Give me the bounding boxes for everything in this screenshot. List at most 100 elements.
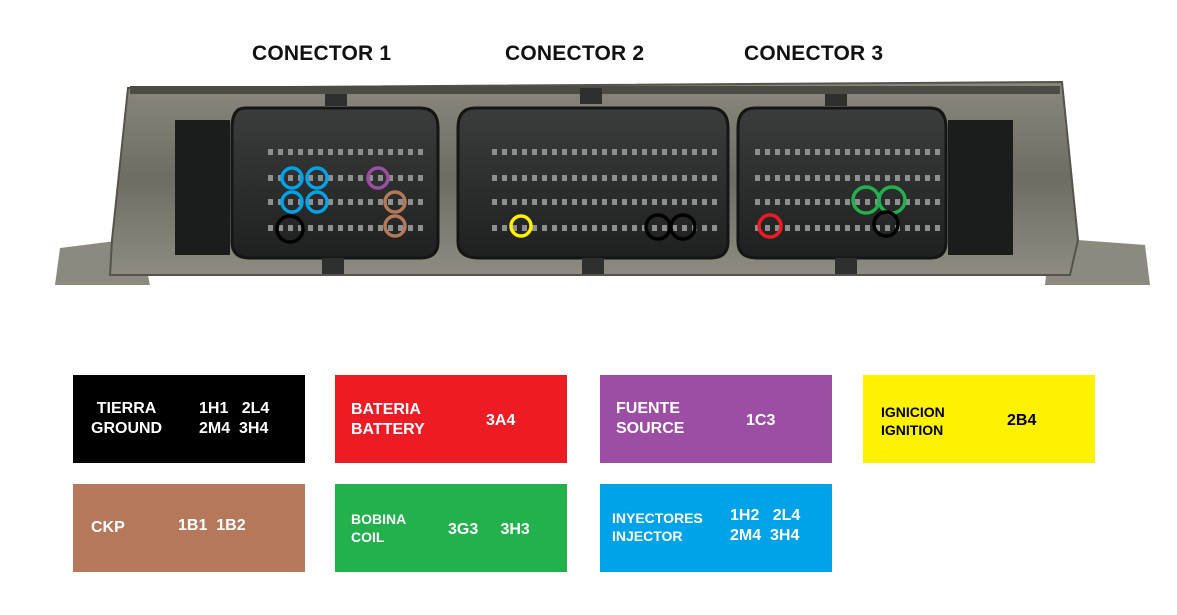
legend-ignicion: IGNICION IGNITION 2B4 bbox=[863, 375, 1095, 463]
pin bbox=[492, 149, 497, 155]
pin bbox=[622, 175, 627, 181]
pin bbox=[865, 199, 870, 205]
pin bbox=[562, 225, 567, 231]
pin bbox=[815, 225, 820, 231]
pin bbox=[278, 225, 283, 231]
pin bbox=[702, 175, 707, 181]
pin bbox=[552, 175, 557, 181]
pin bbox=[502, 225, 507, 231]
legend-bobina: BOBINA COIL 3G3 3H3 bbox=[335, 484, 567, 572]
pin bbox=[865, 149, 870, 155]
pin bbox=[358, 175, 363, 181]
legend-ckp-pins-1: 1B1 1B2 bbox=[178, 517, 246, 534]
pin bbox=[905, 149, 910, 155]
pin bbox=[622, 199, 627, 205]
latch bbox=[582, 258, 604, 274]
pin bbox=[358, 225, 363, 231]
legend-inyectores-name-2: INJECTOR bbox=[612, 528, 683, 544]
pin bbox=[502, 149, 507, 155]
marker-bateria bbox=[757, 213, 783, 239]
pin bbox=[348, 175, 353, 181]
marker-fuente bbox=[366, 166, 390, 190]
legend-bobina-name-2: COIL bbox=[351, 529, 385, 545]
pin bbox=[885, 199, 890, 205]
pin bbox=[875, 149, 880, 155]
pin bbox=[682, 149, 687, 155]
pin bbox=[542, 225, 547, 231]
legend-tierra: TIERRA GROUND 1H1 2L4 2M4 3H4 bbox=[73, 375, 305, 463]
pin bbox=[672, 199, 677, 205]
pin bbox=[368, 149, 373, 155]
pin bbox=[398, 149, 403, 155]
pin bbox=[935, 225, 940, 231]
pin bbox=[795, 175, 800, 181]
pin bbox=[632, 199, 637, 205]
pin bbox=[755, 149, 760, 155]
pin bbox=[328, 149, 333, 155]
pin bbox=[845, 225, 850, 231]
pin bbox=[815, 175, 820, 181]
legend-inyectores-pins-2: 2M4 3H4 bbox=[730, 527, 800, 544]
pin bbox=[845, 199, 850, 205]
pin bbox=[755, 175, 760, 181]
legend-tierra-name-1: TIERRA bbox=[96, 400, 157, 417]
pin bbox=[895, 175, 900, 181]
pin bbox=[542, 175, 547, 181]
latch bbox=[580, 88, 602, 104]
pin bbox=[865, 175, 870, 181]
pin bbox=[632, 149, 637, 155]
pin bbox=[905, 225, 910, 231]
pin bbox=[398, 199, 403, 205]
pin bbox=[318, 199, 323, 205]
pin bbox=[612, 175, 617, 181]
pin bbox=[582, 175, 587, 181]
pin bbox=[612, 149, 617, 155]
pin bbox=[572, 149, 577, 155]
marker-ignicion bbox=[509, 214, 533, 238]
legend-inyectores-pins-1: 1H2 2L4 bbox=[730, 507, 801, 524]
pin bbox=[288, 199, 293, 205]
pin bbox=[522, 199, 527, 205]
pin bbox=[682, 199, 687, 205]
pin bbox=[562, 149, 567, 155]
pin bbox=[602, 199, 607, 205]
pin bbox=[348, 149, 353, 155]
pin bbox=[572, 175, 577, 181]
pin bbox=[815, 199, 820, 205]
pin bbox=[388, 199, 393, 205]
pin bbox=[532, 225, 537, 231]
pin bbox=[602, 175, 607, 181]
legend-bateria-name-2: BATTERY bbox=[351, 421, 425, 438]
pin bbox=[388, 149, 393, 155]
pin bbox=[378, 225, 383, 231]
pin bbox=[672, 149, 677, 155]
pin bbox=[785, 149, 790, 155]
pin bbox=[398, 175, 403, 181]
pin bbox=[368, 225, 373, 231]
ecu-recess-left bbox=[175, 120, 230, 255]
pin bbox=[278, 149, 283, 155]
pin bbox=[542, 149, 547, 155]
pin bbox=[348, 199, 353, 205]
pin bbox=[825, 149, 830, 155]
pin bbox=[642, 175, 647, 181]
pin bbox=[298, 225, 303, 231]
pin bbox=[805, 149, 810, 155]
pin bbox=[662, 199, 667, 205]
pin bbox=[358, 149, 363, 155]
pin bbox=[502, 175, 507, 181]
pin bbox=[318, 149, 323, 155]
pin bbox=[855, 175, 860, 181]
pin bbox=[582, 225, 587, 231]
legend-inyectores-name-1: INYECTORES bbox=[612, 510, 703, 526]
pin bbox=[318, 225, 323, 231]
pin bbox=[492, 175, 497, 181]
connector-1-body bbox=[230, 106, 440, 260]
pin bbox=[318, 175, 323, 181]
pin bbox=[408, 175, 413, 181]
pin bbox=[388, 225, 393, 231]
pin bbox=[662, 149, 667, 155]
pin bbox=[632, 175, 637, 181]
legend-bobina-name-1: BOBINA bbox=[351, 511, 407, 527]
pin bbox=[825, 175, 830, 181]
